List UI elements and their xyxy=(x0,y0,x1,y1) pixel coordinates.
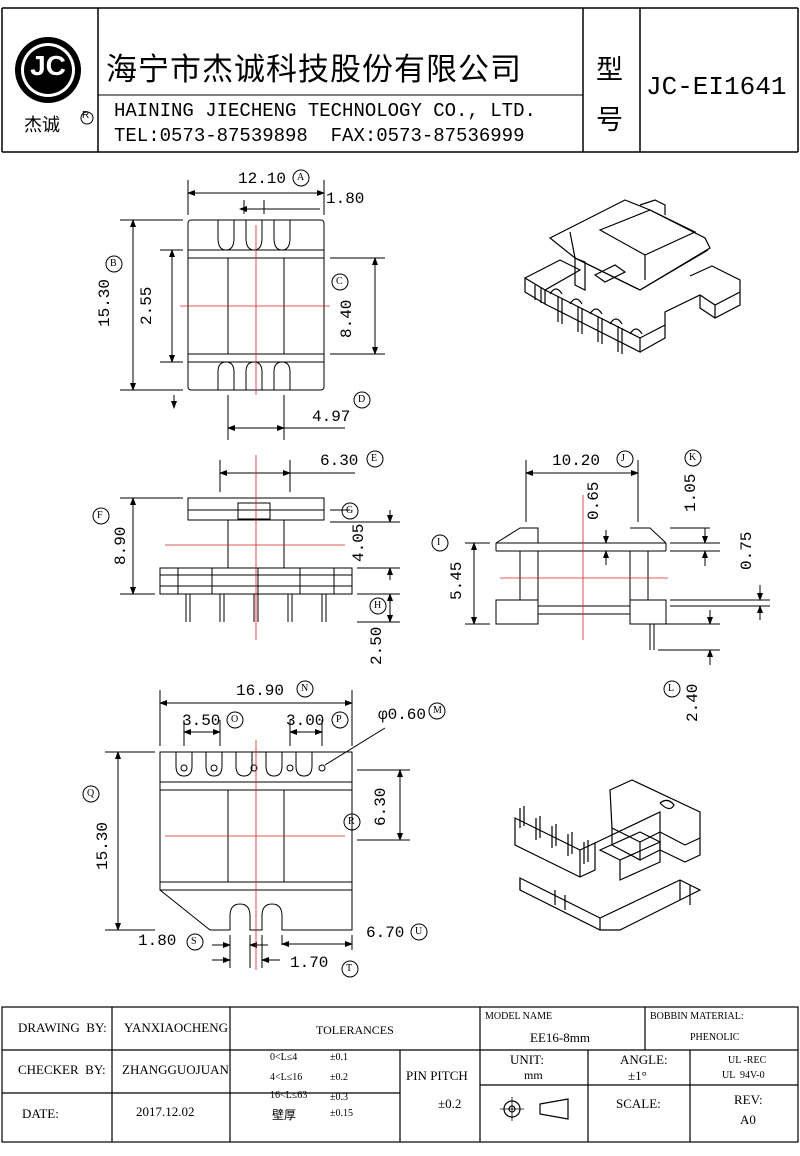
dim-H-tag: H xyxy=(374,600,382,611)
company-name-cn: 海宁市杰诚科技股份有限公司 xyxy=(106,52,522,88)
ul-rating: UL 94V-0 xyxy=(722,1070,765,1081)
dim-E-tag: E xyxy=(371,453,378,464)
dim-C-tag: C xyxy=(336,276,343,287)
tol-range-0: 0<L≤4 xyxy=(270,1052,298,1063)
side-view xyxy=(465,460,770,665)
tol-value-0: ±0.1 xyxy=(330,1052,348,1063)
dim-B-value: 15.30 xyxy=(96,278,114,327)
dim-F-value: 8.90 xyxy=(112,526,130,565)
logo-text: JC xyxy=(30,50,66,81)
dim-U-tag: U xyxy=(415,926,423,937)
dim-J-value: 10.20 xyxy=(552,452,601,470)
type-label-2: 号 xyxy=(596,105,624,136)
dim-S-value: 1.80 xyxy=(138,932,177,950)
dim-O-value: 3.50 xyxy=(182,712,221,730)
type-label-1: 型 xyxy=(596,55,624,86)
dim-T-tag: T xyxy=(346,963,353,974)
dim-G-value: 4.05 xyxy=(350,523,368,562)
dim-T-value: 1.70 xyxy=(290,954,329,972)
isometric-view-top xyxy=(523,199,741,354)
pin-pitch-value: ±0.2 xyxy=(438,1096,462,1111)
bobbin-material-value: PHENOLIC xyxy=(690,1032,740,1043)
rev-value: A0 xyxy=(740,1112,756,1127)
dim-J-tag: J xyxy=(621,453,625,464)
dim-D-tag: D xyxy=(358,394,366,405)
title-block-frame xyxy=(1,1006,799,1143)
dim-C-value: 8.40 xyxy=(338,299,356,338)
header: JC 杰诚 R 海宁市杰诚科技股份有限公司 HAINING JIECHENG T… xyxy=(0,0,800,155)
dim-Q-value: 15.30 xyxy=(94,821,112,870)
dim-R-value: 6.30 xyxy=(372,787,390,826)
scale-label: SCALE: xyxy=(616,1096,661,1111)
dim-M-value: φ0.60 xyxy=(378,706,427,724)
angle-label: ANGLE: xyxy=(620,1052,668,1067)
dim-O-tag: O xyxy=(231,714,239,725)
tol-value-1: ±0.2 xyxy=(330,1072,348,1083)
center-lines xyxy=(165,225,668,970)
dim-P-value: 3.00 xyxy=(286,712,325,730)
dim-N-tag: N xyxy=(301,683,309,694)
dim-N-value: 16.90 xyxy=(236,682,285,700)
pin-pitch-label: PIN PITCH xyxy=(406,1068,468,1083)
dim-Q-tag: Q xyxy=(87,788,95,799)
dim-A-tag: A xyxy=(297,172,305,183)
checker-by-label: CHECKER BY: xyxy=(18,1062,106,1077)
dim-k2-value: 0.75 xyxy=(738,531,756,570)
dim-G-tag: G xyxy=(346,505,354,516)
model-number: JC-EI1641 xyxy=(646,72,787,102)
tol-value-3: ±0.15 xyxy=(330,1108,353,1119)
dim-P-tag: P xyxy=(336,714,342,725)
top-view xyxy=(120,180,385,440)
bottom-view xyxy=(105,690,410,968)
model-name-value: EE16-8mm xyxy=(530,1030,590,1045)
date-value: 2017.12.02 xyxy=(136,1104,195,1119)
tol-range-1: 4<L≤16 xyxy=(270,1072,303,1083)
dim-H-value: 2.50 xyxy=(368,626,386,665)
dim-K-value: 1.05 xyxy=(682,473,700,512)
company-name-en: HAINING JIECHENG TECHNOLOGY CO., LTD. xyxy=(114,100,536,122)
angle-value: ±1° xyxy=(628,1068,647,1083)
header-frame xyxy=(1,7,799,153)
dim-A-value: 12.10 xyxy=(238,170,287,188)
model-name-label: MODEL NAME xyxy=(485,1011,553,1022)
dim-I-value: 5.45 xyxy=(448,561,466,600)
unit-label: UNIT: xyxy=(510,1052,545,1067)
dim-a2-value: 1.80 xyxy=(326,190,365,208)
dim-U-value: 6.70 xyxy=(366,924,405,942)
tol-range-2: 16<L≤63 xyxy=(270,1090,308,1101)
dim-b2-value: 2.55 xyxy=(138,286,156,325)
logo-registered: R xyxy=(82,110,90,121)
dim-M-tag: M xyxy=(433,705,442,716)
dim-L-tag: L xyxy=(668,683,675,694)
drawing-by-label: DRAWING BY: xyxy=(18,1020,107,1035)
dim-R-tag: R xyxy=(348,816,355,827)
tol-value-2: ±0.3 xyxy=(330,1092,348,1103)
ul-rec: UL -REC xyxy=(728,1055,767,1066)
drawing-by-value: YANXIAOCHENG xyxy=(124,1020,228,1035)
checker-by-value: ZHANGGUOJUAN xyxy=(122,1062,229,1077)
date-label: DATE: xyxy=(22,1106,59,1121)
dim-D-value: 4.97 xyxy=(312,408,351,426)
dim-I-tag: I xyxy=(437,537,441,548)
tol-range-3: 壁厚 xyxy=(272,1108,297,1122)
rev-label: REV: xyxy=(734,1092,763,1107)
dim-S-tag: S xyxy=(191,936,197,947)
tolerances-label: TOLERANCES xyxy=(316,1023,394,1037)
logo-subtext: 杰诚 xyxy=(24,115,60,136)
dim-L-value: 2.40 xyxy=(684,683,702,722)
dim-E-value: 6.30 xyxy=(320,452,359,470)
dimension-tags xyxy=(82,169,702,978)
dim-j2-value: 0.65 xyxy=(585,481,603,520)
dim-B-tag: B xyxy=(110,258,117,269)
isometric-view-bottom xyxy=(514,779,702,931)
dim-F-tag: F xyxy=(97,510,103,521)
unit-value: mm xyxy=(524,1068,543,1082)
bobbin-material-label: BOBBIN MATERIAL: xyxy=(650,1011,744,1022)
dim-K-tag: K xyxy=(689,452,697,463)
company-contact: TEL:0573-87539898 FAX:0573-87536999 xyxy=(114,125,525,147)
